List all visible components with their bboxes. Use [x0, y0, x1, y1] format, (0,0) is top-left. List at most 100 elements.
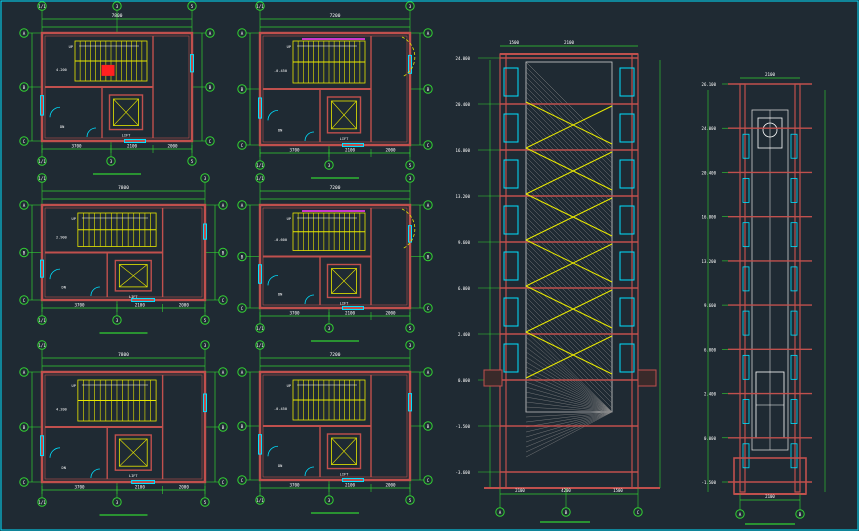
bottom-dimension-label: 2100: [765, 494, 775, 499]
hatch-line: [525, 176, 613, 264]
bottom-axis-bubble: [255, 495, 265, 505]
axis-bubble-label: C: [241, 143, 244, 148]
lift-cross: [331, 437, 357, 465]
axis-bubble-label: A: [209, 31, 212, 36]
stair-flight-line: [525, 289, 613, 333]
hatch-line: [525, 381, 613, 413]
hatch-line: [525, 306, 613, 394]
axis-bubble-label: A: [427, 31, 430, 36]
stair-up-label: UP: [287, 217, 291, 221]
stair-flight-line: [525, 335, 613, 379]
axis-bubble-label: 3: [328, 498, 331, 503]
row-axis-bubble: [237, 251, 247, 262]
hatch-line: [525, 141, 613, 229]
hatch-line: [525, 71, 613, 159]
door-swing: [267, 274, 279, 286]
section-window-left: [503, 67, 519, 97]
section-window-left: [503, 113, 519, 143]
axis-bubble-label: 3: [328, 163, 331, 168]
level-label: 2.900: [56, 235, 67, 239]
bottom-axis-bubble: [561, 507, 571, 517]
row-axis-bubble: [19, 367, 29, 377]
basement-pit: [483, 369, 503, 387]
level-label: 26.100: [702, 82, 717, 87]
axis-bubble-label: A: [222, 203, 225, 208]
hatch-line: [525, 396, 613, 413]
stair-flight-line: [525, 193, 613, 237]
bottom-axis-bubble: [112, 315, 122, 325]
window-bottom: [342, 143, 364, 147]
lift-cross: [331, 268, 357, 294]
row-axis-bubble: [19, 28, 29, 38]
lift-shaft: [326, 96, 362, 134]
axis-bubble-label: B: [427, 254, 430, 259]
axis-bubble-label: A: [499, 510, 502, 515]
hatch-line: [525, 341, 613, 413]
row-axis-bubble: [423, 251, 433, 262]
bottom-axis-bubble: [735, 509, 745, 519]
axis-bubble-label: 5: [409, 326, 412, 331]
bottom-dimension-label: 2000: [385, 483, 396, 488]
door-swing: [267, 109, 279, 121]
axis-bubble-label: 1/1: [256, 343, 264, 348]
row-axis-bubble: [19, 136, 29, 146]
axis-bubble-label: A: [427, 203, 430, 208]
stair-down-label: DN: [62, 466, 66, 470]
axis-bubble-label: C: [427, 143, 430, 148]
axis-bubble-label: 1/1: [38, 343, 46, 348]
axis-bubble-label: C: [23, 480, 26, 485]
hatch-line: [525, 301, 613, 389]
row-axis-bubble: [423, 200, 433, 210]
axis-bubble-label: 5: [204, 500, 207, 505]
bottom-dimension-label: 3700: [74, 485, 85, 490]
row-axis-bubble: [237, 140, 247, 150]
lift-shaft: [326, 263, 362, 299]
hatch-line: [525, 336, 613, 413]
row-axis-bubble: [218, 422, 228, 432]
hatch-line: [525, 251, 613, 339]
lift-cross: [113, 98, 139, 126]
stair-up-label: UP: [72, 217, 76, 221]
hatch-line: [525, 211, 613, 299]
hatch-line: [525, 376, 613, 413]
axis-bubble-label: C: [241, 306, 244, 311]
axis-bubble-label: 3: [116, 4, 119, 9]
top-axis-bubble: [405, 1, 415, 11]
bottom-dimension-label: 1500: [613, 488, 623, 493]
row-axis-bubble: [237, 84, 247, 94]
axis-bubble-label: 5: [191, 159, 194, 164]
top-axis-bubble: [200, 173, 210, 183]
row-axis-bubble: [218, 367, 228, 377]
axis-bubble-label: 1/1: [38, 500, 46, 505]
bottom-axis-bubble: [405, 495, 415, 505]
axis-bubble-label: C: [23, 298, 26, 303]
section-window-right: [619, 67, 635, 97]
hatch-line: [525, 101, 613, 189]
level-label: 16.800: [456, 148, 471, 153]
hatch-line: [525, 326, 613, 413]
axis-bubble-label: 3: [328, 326, 331, 331]
door-swing: [304, 131, 315, 142]
lift-car: [331, 268, 357, 294]
door-swing: [304, 466, 315, 477]
axis-bubble-label: 1/1: [256, 498, 264, 503]
outer-wall: [40, 31, 194, 143]
row-axis-bubble: [218, 247, 228, 258]
hatch-line: [525, 231, 613, 319]
hatch-line: [525, 81, 613, 169]
lift-room-label: LIFT: [129, 295, 138, 299]
hatch-line: [525, 256, 613, 344]
level-label: 20.400: [702, 170, 717, 175]
bottom-dimension-label: 2000: [385, 311, 396, 316]
axis-bubble-label: A: [739, 512, 742, 517]
red-marker: [101, 64, 115, 76]
axis-bubble-label: B: [209, 85, 212, 90]
row-axis-bubble: [19, 247, 29, 258]
window-right: [190, 54, 194, 73]
bottom-axis-bubble: [106, 156, 116, 166]
stair-flight-line: [525, 147, 613, 191]
stair-down-label: DN: [278, 293, 282, 297]
landing-door-left: [742, 266, 750, 292]
